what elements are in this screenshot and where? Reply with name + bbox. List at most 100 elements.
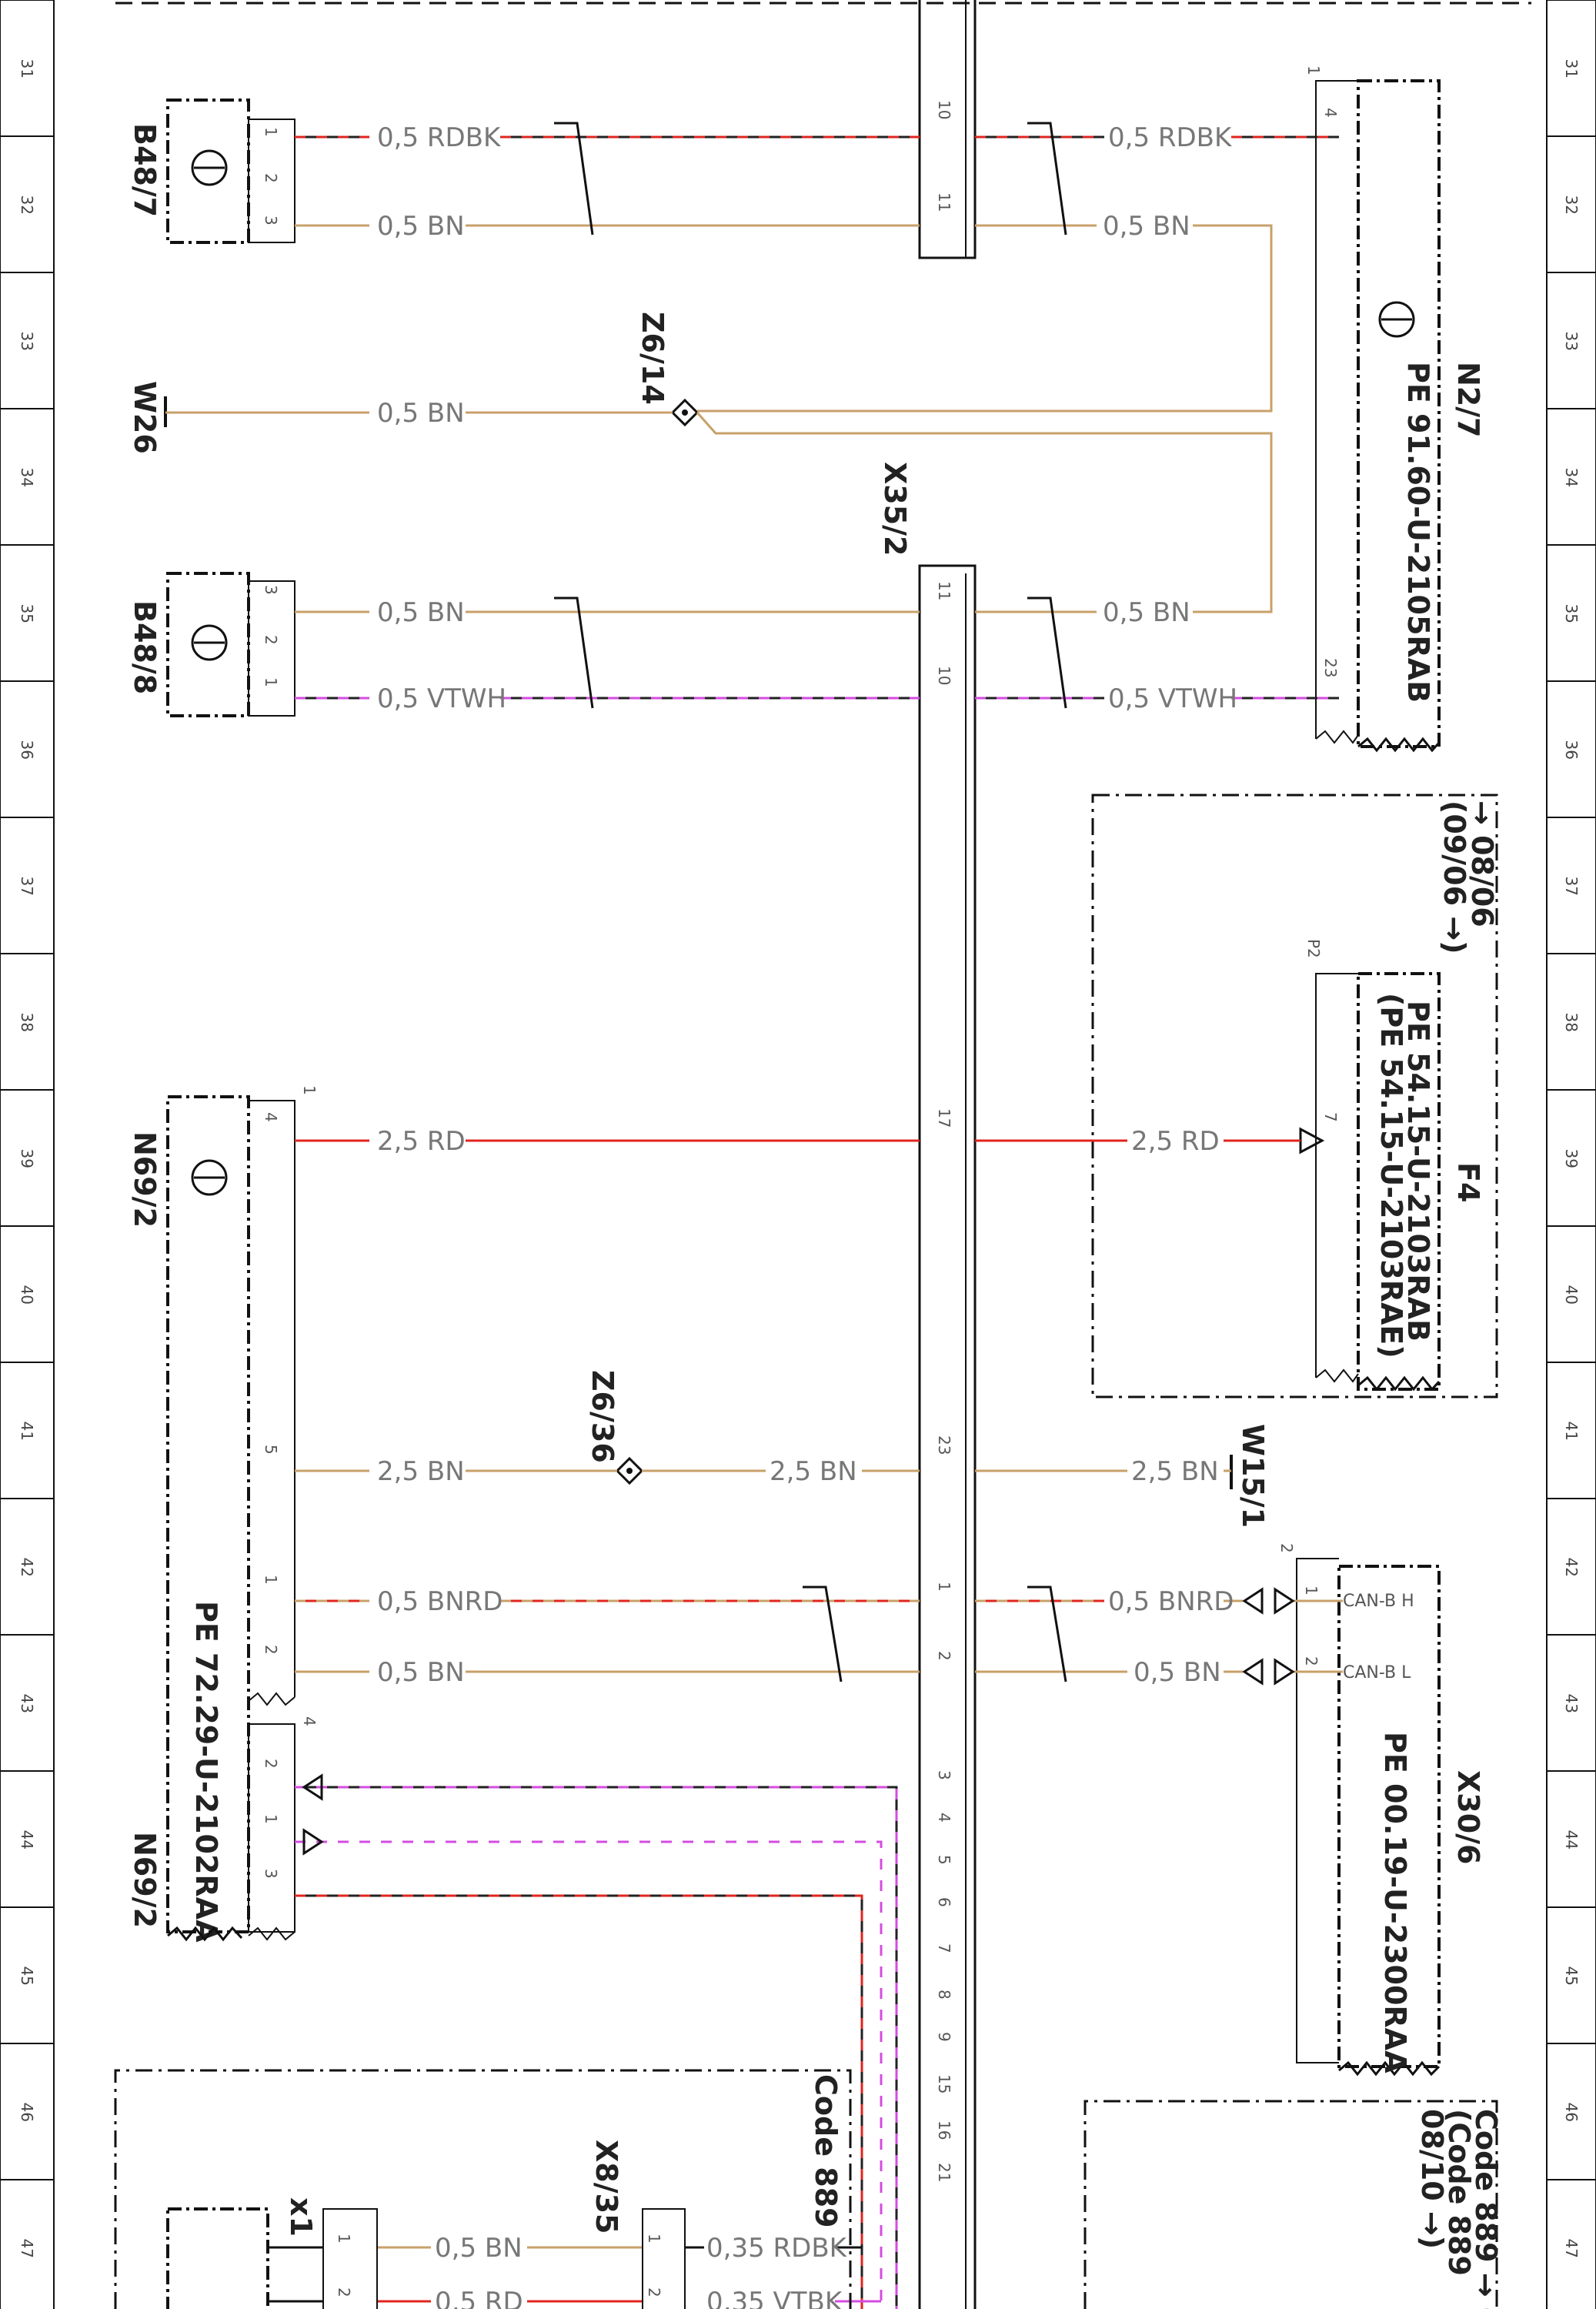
ruler-mark: 46 xyxy=(1562,2103,1581,2122)
b48-7-pin-1: 1 xyxy=(262,127,280,137)
wire-label-bn-right-1: 0,5 BN xyxy=(1103,211,1190,242)
n69-2-bottom-tag: N69/2 xyxy=(128,1832,162,1928)
ruler-mark: 47 xyxy=(1562,2239,1581,2258)
x30-6-ref: PE 00.19-U-2300RAA xyxy=(1378,1732,1412,2073)
ruler-mark: 45 xyxy=(18,1966,36,1986)
n2-7-tag: N2/7 xyxy=(1451,362,1485,438)
w15-1-tag: W15/1 xyxy=(1236,1424,1270,1528)
x30-6-pin-2: 2 xyxy=(1302,1656,1321,1666)
n69-2-bottom-component: N69/2 4 2 1 3 xyxy=(128,1716,319,1942)
x35-pin-1: 1 xyxy=(935,1582,953,1592)
x1-connector: x1 1 2 xyxy=(166,2197,378,2309)
x35-pin-17: 17 xyxy=(935,1108,953,1128)
n69-2-top-component: N69/2 PE 72.29-U-2102RAA 1 4 5 1 2 xyxy=(128,1085,319,1943)
x35-pin-4: 4 xyxy=(935,1813,953,1823)
x30-6-pin-can-h: CAN-B H xyxy=(1343,1592,1414,1611)
x35-pin-3: 3 xyxy=(935,1770,953,1780)
x35-2-pins: 10 11 11 10 17 23 1 2 3 4 5 6 7 8 9 15 1… xyxy=(935,100,953,2182)
w26-ground: W26 xyxy=(128,381,167,454)
wire-label-bn-right-2: 0,5 BN xyxy=(1103,597,1190,628)
n69-2-pin-5: 5 xyxy=(262,1445,280,1455)
f4-tag: F4 xyxy=(1451,1162,1485,1202)
ruler-mark: 32 xyxy=(18,195,36,215)
ruler-mark: 41 xyxy=(18,1422,36,1441)
x35-pin-10: 10 xyxy=(935,666,953,685)
f4-ref2: (PE 54.15-U-2103RAE) xyxy=(1374,993,1408,1358)
b48-7-tag: B48/7 xyxy=(128,123,162,217)
x35-pin-23: 23 xyxy=(935,1435,953,1455)
x30-6-tag: X30/6 xyxy=(1451,1770,1485,1865)
b48-8-pin-2: 2 xyxy=(262,635,280,645)
can-markers xyxy=(302,1587,1295,1856)
x35-pin-7: 7 xyxy=(935,1943,953,1953)
ruler-mark: 34 xyxy=(1562,468,1581,487)
x35-pin-21: 21 xyxy=(935,2163,953,2182)
ruler-mark: 42 xyxy=(18,1558,36,1577)
ruler-mark: 37 xyxy=(1562,877,1581,896)
code-889-right-label-2: (Code 889 xyxy=(1442,2109,1476,2276)
f4-ref1: PE 54.15-U-2103RAB xyxy=(1401,1001,1435,1342)
wire-label-bn25-mid: 2,5 BN xyxy=(770,1456,857,1487)
ruler-mark: 38 xyxy=(18,1013,36,1032)
code-889-left-label: Code 889 xyxy=(809,2074,843,2228)
ruler-mark: 36 xyxy=(1562,740,1581,760)
ruler-mark: 43 xyxy=(1562,1694,1581,1713)
wire-label-bn25-right: 2,5 BN xyxy=(1131,1456,1219,1487)
ruler-mark: 34 xyxy=(18,468,36,487)
ruler-mark: 44 xyxy=(18,1830,36,1850)
x35-pin-15: 15 xyxy=(935,2074,953,2093)
b48-8-tag: B48/8 xyxy=(128,600,162,694)
x30-6-tag-label: 2 xyxy=(1277,1543,1296,1553)
ruler-mark: 40 xyxy=(18,1285,36,1305)
wire-label-x8-vtbk: 0,35 VTBK xyxy=(706,2287,843,2309)
wire-label-bn25-left: 2,5 BN xyxy=(377,1456,465,1487)
x35-2-tag: X35/2 xyxy=(878,462,912,556)
n69-2-pin-4: 4 xyxy=(262,1112,280,1122)
w26-tag: W26 xyxy=(128,381,162,454)
wire-label-rd-left: 2,5 RD xyxy=(377,1126,466,1157)
x8-35-connector: X8/35 1 2 xyxy=(589,2140,686,2309)
ruler-mark: 35 xyxy=(18,604,36,623)
n69-2-top-tag-label: 1 xyxy=(300,1085,319,1095)
ruler-mark: 36 xyxy=(18,740,36,760)
x1-tag: x1 xyxy=(284,2197,318,2237)
ruler-mark: 38 xyxy=(1562,1013,1581,1032)
ruler-mark: 40 xyxy=(1562,1285,1581,1305)
wire-label-vtwh-right: 0,5 VTWH xyxy=(1108,683,1237,714)
b48-8-pin-3: 3 xyxy=(262,585,280,595)
f4-validity-1: → 08/06 xyxy=(1465,800,1499,927)
ruler-mark: 45 xyxy=(1562,1966,1581,1986)
wire-label-x8-rdbk: 0,35 RDBK xyxy=(706,2233,848,2264)
x30-6-pin-1: 1 xyxy=(1302,1586,1321,1596)
wire-label-bn05-right: 0,5 BN xyxy=(1134,1657,1221,1688)
n2-7-pin-4: 4 xyxy=(1321,108,1340,118)
x35-pin-6: 6 xyxy=(935,1897,953,1907)
x35-pin-9: 9 xyxy=(935,2032,953,2042)
n2-7-component: N2/7 PE 91.60-U-2105RAB 1 4 23 xyxy=(1304,65,1485,753)
b48-7-component: B48/7 1 2 3 xyxy=(128,99,295,244)
x35-pin-2: 2 xyxy=(935,1651,953,1661)
ruler-mark: 44 xyxy=(1562,1830,1581,1850)
ruler-mark: 41 xyxy=(1562,1422,1581,1441)
n69-2-bottom-tag-label: 4 xyxy=(300,1716,319,1726)
ruler-mark: 42 xyxy=(1562,1558,1581,1577)
ruler-mark: 47 xyxy=(18,2239,36,2258)
ruler-mark: 31 xyxy=(18,59,36,79)
wire-labels: 0,5 RDBK 0,5 BN 0,5 RDBK 0,5 BN 0,5 BN 0… xyxy=(377,122,1237,2309)
wire-label-vtwh-left: 0,5 VTWH xyxy=(377,683,506,714)
wire-label-x1-rd: 0,5 RD xyxy=(435,2287,523,2309)
z6-36-splice: Z6/36 xyxy=(586,1370,644,1485)
wire-label-rdbk-left: 0,5 RDBK xyxy=(377,122,502,153)
ruler-mark: 39 xyxy=(18,1149,36,1168)
f4-validity-box: → 08/06 (09/06 →) xyxy=(1091,794,1499,1398)
n69-2-bottom-pin-1: 1 xyxy=(262,1814,280,1824)
x35-pin-10-top: 10 xyxy=(935,100,953,119)
x8-35-pin-2: 2 xyxy=(645,2287,663,2297)
n69-2-pin-1: 1 xyxy=(262,1575,280,1585)
code-889-left-box: Code 889 xyxy=(114,2069,852,2309)
x8-35-tag: X8/35 xyxy=(589,2140,623,2234)
n69-2-pin-2: 2 xyxy=(262,1645,280,1655)
